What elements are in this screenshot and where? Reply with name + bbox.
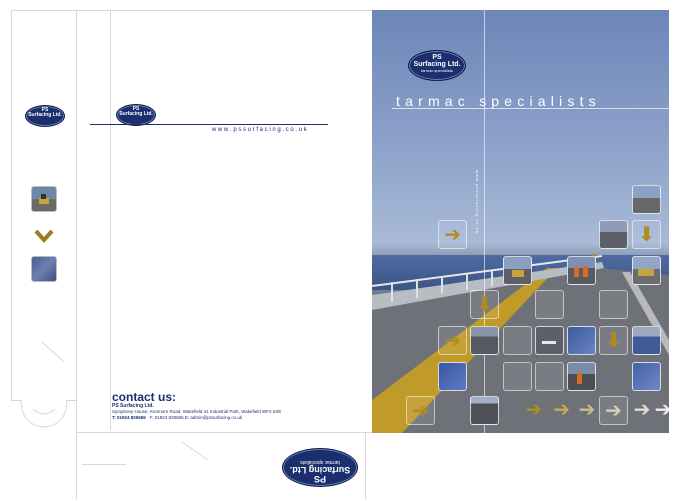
arrow-down-icon: ⬇: [470, 290, 499, 319]
contact-company: PS Surfacing Ltd.: [112, 403, 154, 409]
photo-tile-blue-surface: [567, 326, 596, 355]
dieline-slit-bottom: [181, 441, 209, 461]
arrow-right-icon: ➔: [406, 396, 435, 425]
arrow-down-icon: ⬇: [632, 220, 661, 249]
logo-line2: Surfacing Ltd.: [413, 61, 461, 68]
dieline-bottom-short: [82, 464, 126, 465]
photo-tile-court: [632, 326, 661, 355]
dieline-flap-left-bottom: [11, 400, 21, 401]
logo-line1: PS: [41, 107, 49, 113]
front-cover: PS Surfacing Ltd. tarmac specialists tar…: [372, 10, 669, 433]
arrow-down-icon: [34, 229, 54, 244]
spine-photo-tile-2: [31, 256, 57, 282]
photo-tile-crew: [567, 256, 596, 285]
dieline-slit-left: [41, 341, 65, 363]
cover-logo: PS Surfacing Ltd. tarmac specialists: [408, 50, 466, 81]
dieline-flap-right: [365, 432, 366, 500]
cover-vertical-line: [484, 10, 485, 433]
arrow-right-icon: ➔: [553, 399, 570, 421]
arrow-right-icon: ➔: [578, 399, 596, 421]
logo-line1: PS: [432, 54, 442, 61]
contact-phone: T: 01924 826555 F: 01924 829666 E: admin…: [112, 415, 242, 420]
dieline-tab-notch: [20, 399, 68, 428]
empty-tile: [503, 326, 532, 355]
contact-tel: T: 01924 826555: [112, 415, 146, 420]
photo-tile-markings: [535, 326, 564, 355]
arrow-right-icon: ➔: [525, 399, 542, 421]
spine-photo-tile-1: [31, 186, 57, 212]
photo-tile-asphalt: [470, 396, 499, 425]
dieline-flap-left-bottom-2: [66, 400, 76, 401]
logo-tagline: tarmac specialists: [421, 68, 453, 73]
cover-vertical-url: w w w . p s s u r f a c i n g . c o . u …: [475, 170, 480, 234]
dieline-left-outer: [11, 10, 12, 400]
arrow-right-icon: ➔: [633, 399, 651, 421]
inside-website: w w w . p s s u r f a c i n g . c o . u …: [212, 127, 307, 133]
contact-heading: contact us:: [112, 390, 177, 404]
photo-tile-paver: [503, 256, 532, 285]
empty-tile: [535, 290, 564, 319]
empty-tile: [503, 362, 532, 391]
cover-headline: tarmac specialists: [396, 93, 601, 109]
inside-logo: PS Surfacing Ltd.: [116, 104, 156, 126]
cover-horizontal-line: [392, 108, 669, 109]
dieline-top: [11, 10, 372, 11]
photo-tile-blue-court: [438, 362, 467, 391]
logo-tagline: tarmac specialists: [300, 459, 340, 465]
arrow-right-icon: ➔: [438, 220, 467, 249]
logo-line2: Surfacing Ltd.: [119, 111, 153, 117]
arrow-right-icon: ➔: [654, 399, 669, 421]
arrow-right-icon: ➔: [438, 326, 467, 355]
dieline-spine: [110, 10, 111, 430]
photo-tile-blue-track: [632, 362, 661, 391]
dieline-left-inner: [76, 10, 77, 500]
photo-tile-truck: [632, 256, 661, 285]
arrow-down-icon: ⬇: [599, 326, 628, 355]
photo-tile-road: [470, 326, 499, 355]
inside-rule: [90, 124, 328, 125]
photo-tile-machinery: [632, 185, 661, 214]
logo-line1: PS: [314, 474, 327, 484]
flap-logo-inverted: PS Surfacing Ltd. tarmac specialists: [282, 448, 358, 487]
logo-line1: PS: [132, 106, 140, 112]
logo-line2: Surfacing Ltd.: [28, 112, 62, 118]
empty-tile: [535, 362, 564, 391]
photo-tile-rollers: [599, 220, 628, 249]
dieline-bottom: [76, 432, 372, 433]
contact-fax-email: F: 01924 829666 E: admin@pssurfacing.co.…: [149, 415, 243, 420]
empty-tile: [599, 290, 628, 319]
contact-address: Symphony House, Kenmore Road, Wakefield …: [112, 409, 282, 414]
arrow-right-icon: ➔: [599, 396, 628, 425]
road-scene: [372, 255, 669, 433]
photo-tile-workers: [567, 362, 596, 391]
logo-line2: Surfacing Ltd.: [289, 465, 351, 475]
spine-logo: PS Surfacing Ltd.: [25, 105, 65, 127]
